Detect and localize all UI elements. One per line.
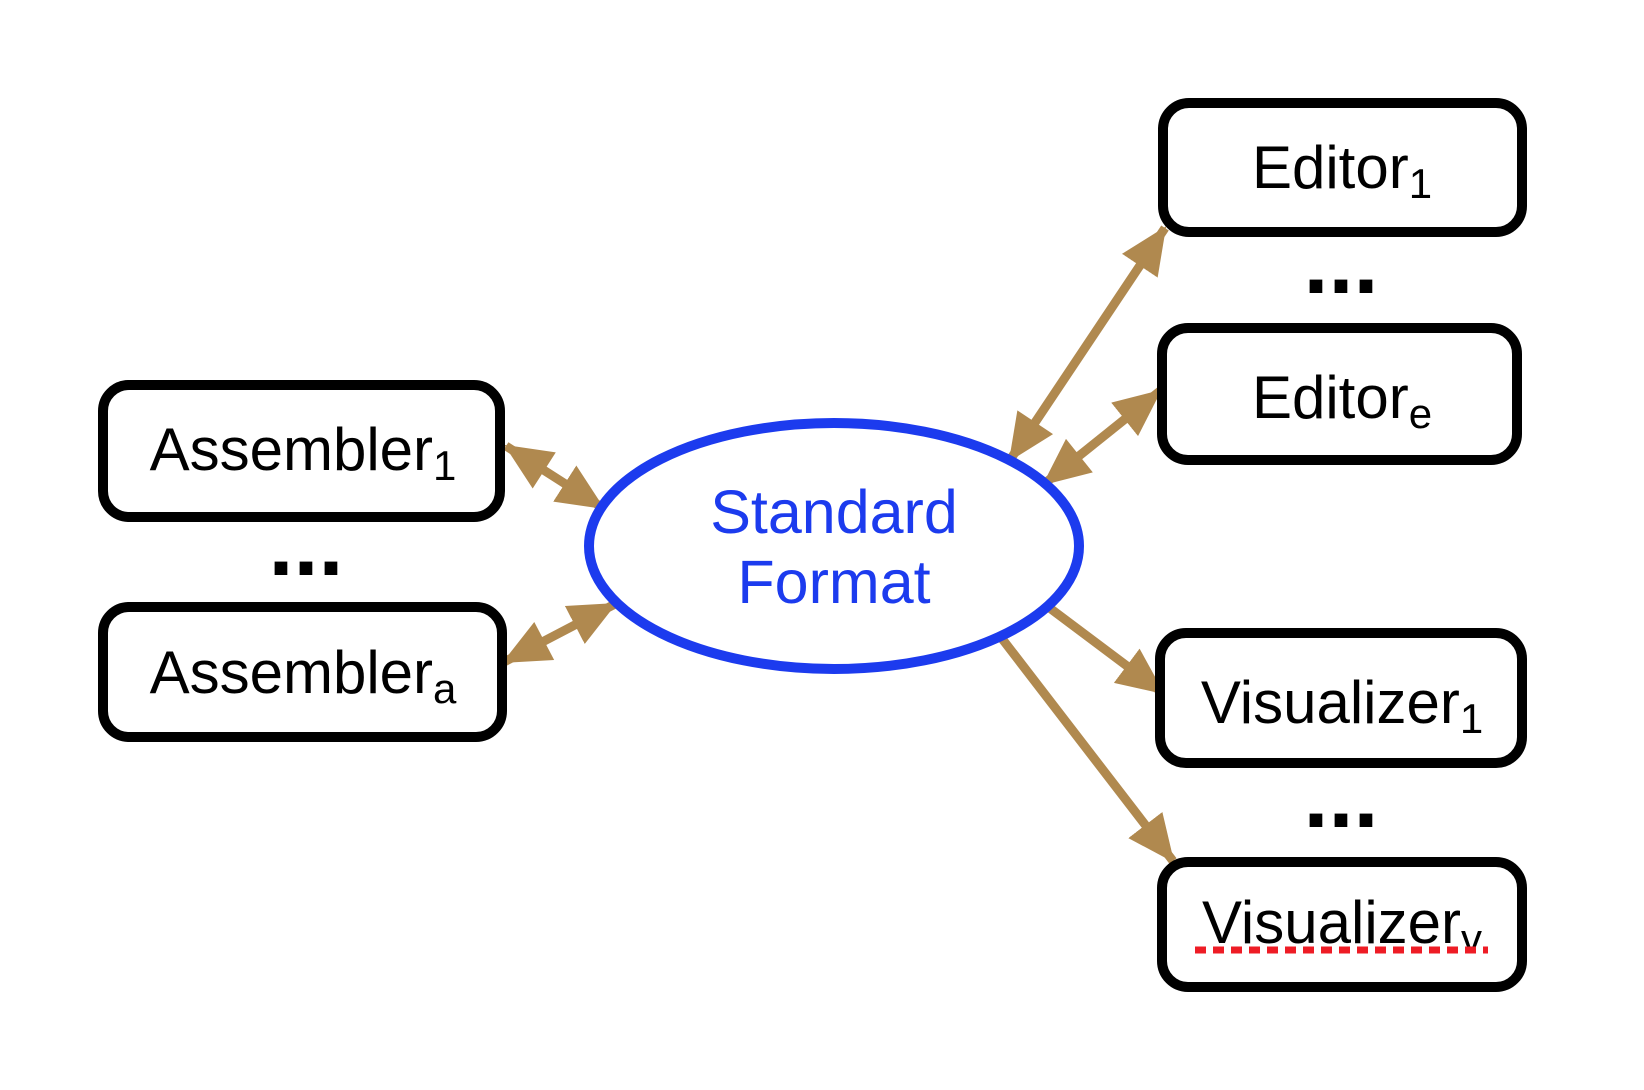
assembler-1-box (98, 380, 505, 522)
assembler-1-label-text: Assembler (150, 416, 433, 483)
assembler-1-label: Assembler1 (150, 416, 457, 489)
assembler-1-subscript: 1 (433, 442, 456, 489)
arrow-visualizer-1 (1044, 602, 1166, 697)
editor-1-box (1158, 98, 1527, 237)
visualizer-v-label-text: Visualizer (1202, 889, 1461, 956)
editor-1-subscript: 1 (1409, 160, 1432, 207)
arrow-editor-e (1041, 387, 1163, 488)
editor-e-subscript: e (1409, 390, 1432, 437)
standard-format-label-line2: Format (737, 548, 930, 616)
assembler-a-label: Assemblera (150, 639, 457, 712)
editors-ellipsis: ... (1303, 213, 1378, 313)
visualizer-1-label: Visualizer1 (1201, 669, 1483, 742)
arrow-editor-1 (1006, 225, 1169, 463)
editor-1-label-text: Editor (1252, 134, 1409, 201)
connectors (501, 225, 1177, 864)
arrow-assembler-a (501, 600, 618, 666)
editor-e-box (1157, 323, 1522, 465)
visualizer-v-subscript: v (1461, 915, 1482, 962)
assemblers-ellipsis: ... (268, 495, 343, 595)
editor-1-label: Editor1 (1252, 134, 1432, 207)
visualizer-1-subscript: 1 (1460, 695, 1483, 742)
visualizer-v-label: Visualizerv (1202, 889, 1482, 962)
assembler-a-box (98, 602, 507, 742)
standard-format-label-line1: Standard (710, 478, 958, 546)
visualizer-1-box (1155, 628, 1527, 768)
visualizer-1-label-text: Visualizer (1201, 669, 1460, 736)
assembler-a-label-text: Assembler (150, 639, 433, 706)
assembler-a-subscript: a (433, 665, 457, 712)
editor-e-label-text: Editor (1252, 364, 1409, 431)
visualizer-v-box (1157, 857, 1527, 992)
editor-e-label: Editore (1252, 364, 1432, 437)
visualizers-ellipsis: ... (1303, 747, 1378, 847)
standard-format-ellipse (584, 418, 1084, 674)
arrow-visualizer-v (996, 633, 1177, 864)
arrow-assembler-1 (503, 442, 606, 512)
